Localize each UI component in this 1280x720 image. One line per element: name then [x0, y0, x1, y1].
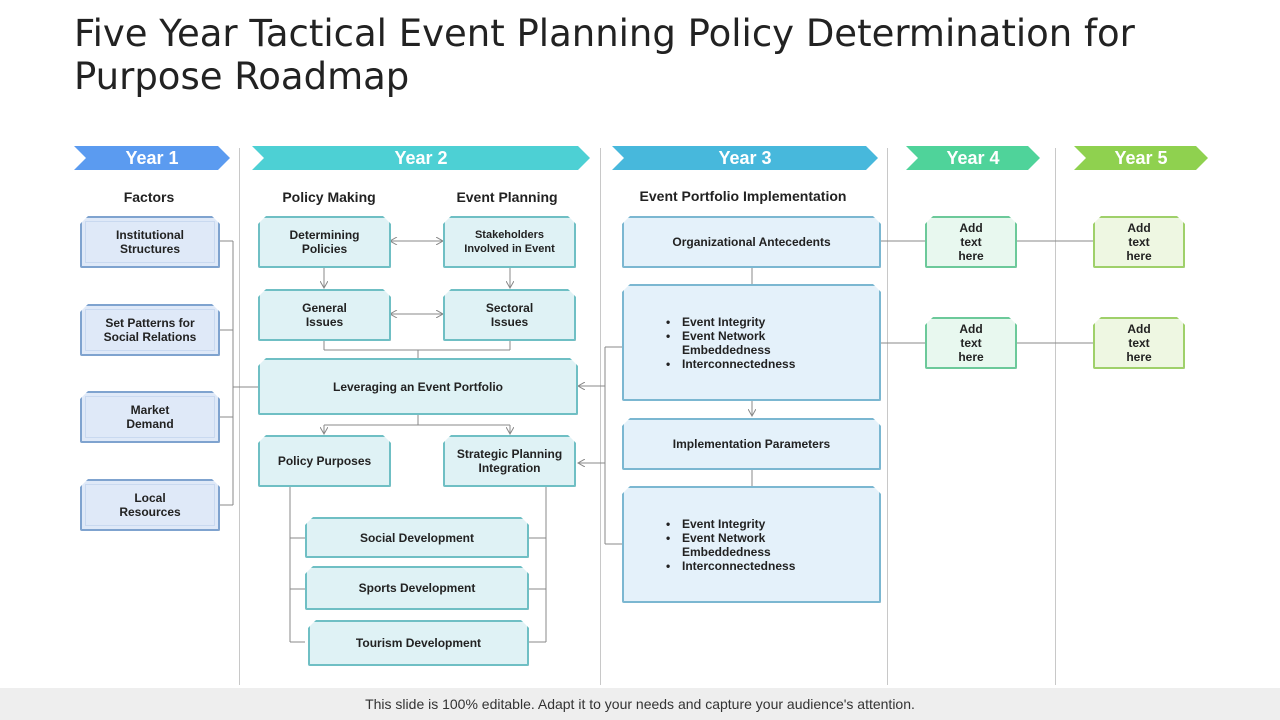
- factor-local-resources: Local Resources: [80, 479, 220, 531]
- factor-institutional-structures: Institutional Structures: [80, 216, 220, 268]
- year5-placeholder-2[interactable]: Add text here: [1093, 317, 1185, 369]
- column-divider: [1055, 148, 1056, 685]
- leveraging-portfolio-box: Leveraging an Event Portfolio: [258, 358, 578, 415]
- year4-placeholder-2[interactable]: Add text here: [925, 317, 1017, 369]
- policy-purposes-box: Policy Purposes: [258, 435, 391, 487]
- factor-market-demand: Market Demand: [80, 391, 220, 443]
- year-5-banner: Year 5: [1074, 146, 1208, 170]
- list-item: Interconnectedness: [664, 559, 795, 573]
- footer-note: This slide is 100% editable. Adapt it to…: [0, 688, 1280, 720]
- year-2-banner: Year 2: [252, 146, 590, 170]
- social-development-box: Social Development: [305, 517, 529, 558]
- tourism-development-box: Tourism Development: [308, 620, 529, 666]
- page-title: Five Year Tactical Event Planning Policy…: [74, 12, 1135, 98]
- factors-heading: Factors: [123, 189, 175, 205]
- year-3-banner: Year 3: [612, 146, 878, 170]
- column-divider: [239, 148, 240, 685]
- stakeholders-box: Stakeholders Involved in Event: [443, 216, 576, 268]
- event-planning-heading: Event Planning: [456, 189, 558, 205]
- general-issues-box: General Issues: [258, 289, 391, 341]
- sectoral-issues-box: Sectoral Issues: [443, 289, 576, 341]
- event-list-box-2: Event Integrity Event Network Embeddedne…: [622, 486, 881, 603]
- list-item: Interconnectedness: [664, 357, 795, 371]
- event-list-1: Event Integrity Event Network Embeddedne…: [664, 315, 795, 371]
- sports-development-box: Sports Development: [305, 566, 529, 610]
- implementation-parameters-box: Implementation Parameters: [622, 418, 881, 470]
- organizational-antecedents-box: Organizational Antecedents: [622, 216, 881, 268]
- column-divider: [600, 148, 601, 685]
- determining-policies-box: Determining Policies: [258, 216, 391, 268]
- list-item: Event Network Embeddedness: [664, 531, 784, 559]
- year5-placeholder-1[interactable]: Add text here: [1093, 216, 1185, 268]
- list-item: Event Integrity: [664, 315, 795, 329]
- strategic-planning-box: Strategic Planning Integration: [443, 435, 576, 487]
- event-list-2: Event Integrity Event Network Embeddedne…: [664, 517, 795, 573]
- list-item: Event Network Embeddedness: [664, 329, 784, 357]
- column-divider: [887, 148, 888, 685]
- list-item: Event Integrity: [664, 517, 795, 531]
- year4-placeholder-1[interactable]: Add text here: [925, 216, 1017, 268]
- factor-set-patterns: Set Patterns for Social Relations: [80, 304, 220, 356]
- portfolio-heading: Event Portfolio Implementation: [639, 188, 847, 204]
- event-list-box-1: Event Integrity Event Network Embeddedne…: [622, 284, 881, 401]
- year-4-banner: Year 4: [906, 146, 1040, 170]
- policy-making-heading: Policy Making: [282, 189, 376, 205]
- year-1-banner: Year 1: [74, 146, 230, 170]
